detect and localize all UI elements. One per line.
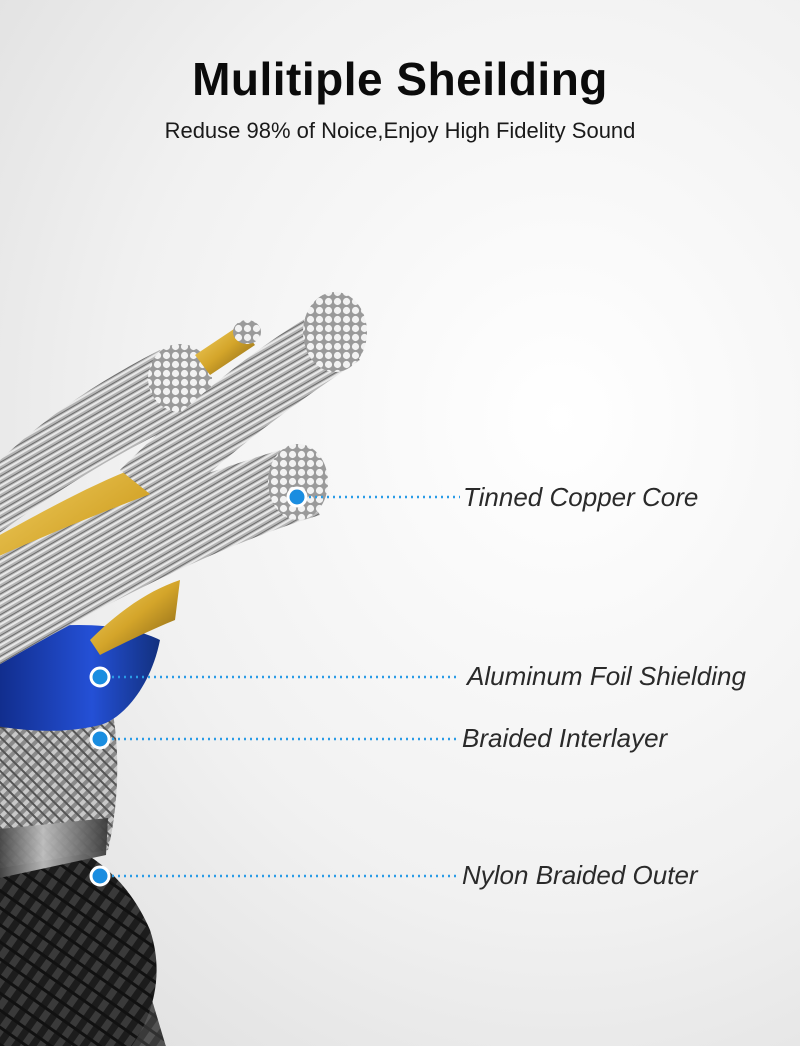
aluminum-foil-shielding — [0, 625, 160, 731]
callout-label-foil: Aluminum Foil Shielding — [467, 661, 746, 691]
callout-dot-foil — [89, 666, 111, 688]
callout-dot-interlayer — [89, 728, 111, 750]
callout-label-copper-core: Tinned Copper Core — [463, 482, 699, 512]
page-subtitle: Reduse 98% of Noice,Enjoy High Fidelity … — [164, 118, 636, 143]
callout-dot-copper-core — [286, 486, 308, 508]
page-title: Mulitiple Sheilding — [192, 53, 608, 105]
callout-label-interlayer: Braided Interlayer — [462, 723, 668, 753]
callout-dots — [89, 486, 308, 887]
callout-leaders — [100, 495, 460, 878]
callout-label-outer: Nylon Braided Outer — [462, 860, 698, 890]
callout-dot-outer — [89, 865, 111, 887]
